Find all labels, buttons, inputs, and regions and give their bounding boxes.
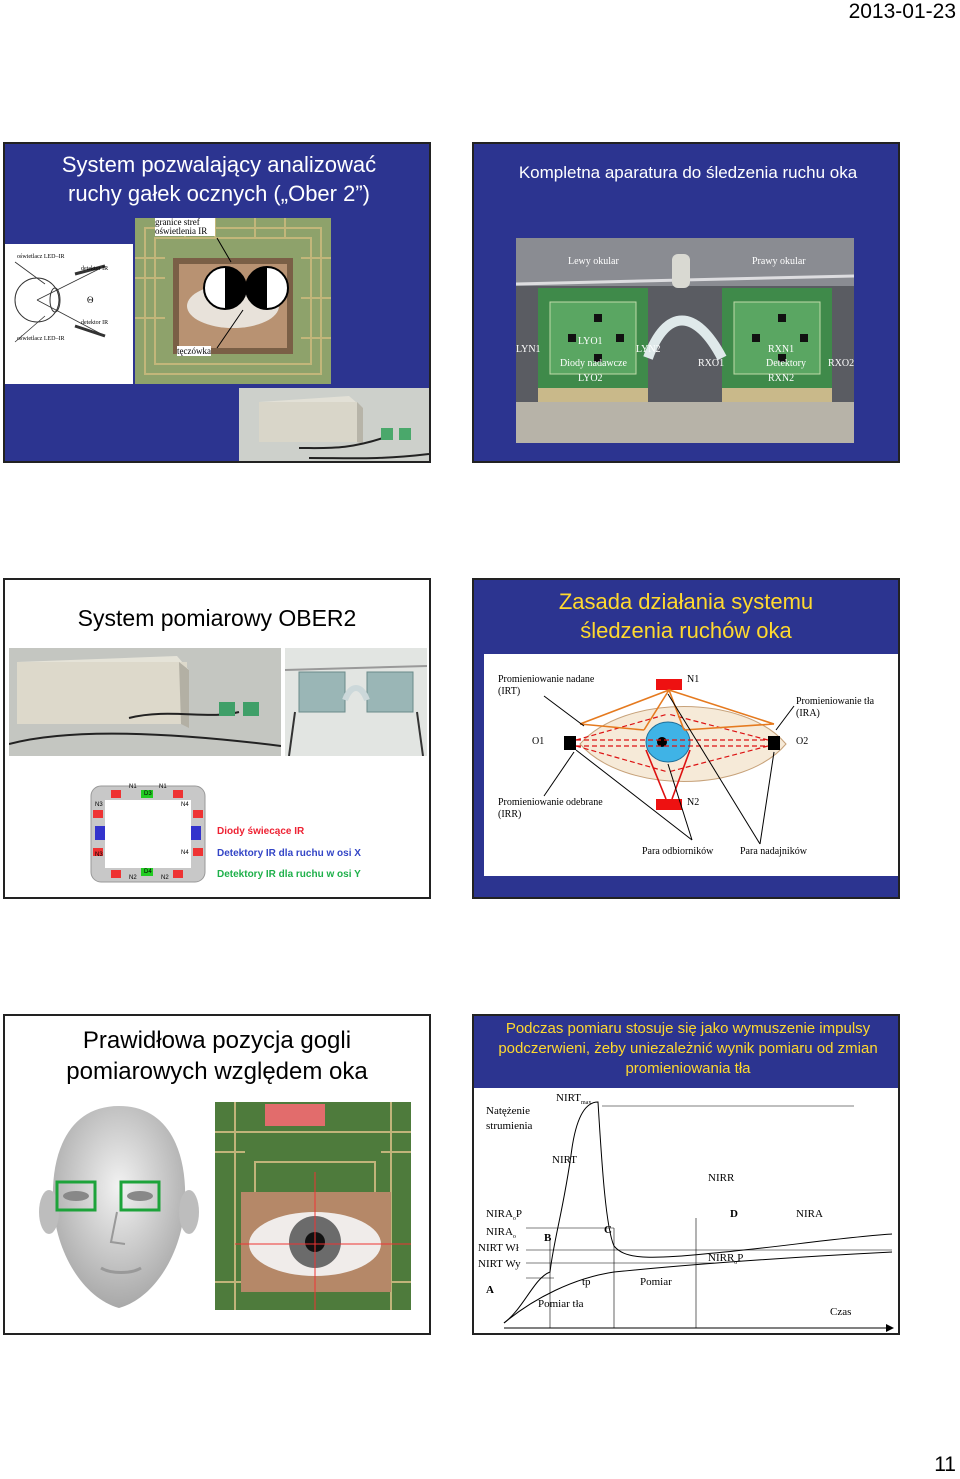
sensor-frame-diagram: N1 D3 N1 N3 N4 N3 N4 N2 D4 N2 — [89, 784, 207, 884]
goggle-eye-photo — [215, 1102, 411, 1310]
b-label: B — [544, 1232, 552, 1244]
zones-label: granice stref oświetlenia IR — [155, 218, 215, 236]
slide-5: Prawidłowa pozycja gogli pomiarowych wzg… — [3, 1014, 431, 1335]
c-label: C — [604, 1224, 612, 1236]
page-number: 11 — [934, 1453, 956, 1476]
nirr-op-label: NIRRoP — [708, 1252, 743, 1266]
nira-op-text: NIRA — [486, 1208, 513, 1220]
goggles-photo: Lewy okular Prawy okular LYN1 LYO1 LYN2 … — [516, 238, 854, 443]
frame-label-d4: D4 — [144, 869, 152, 875]
slide-5-title: Prawidłowa pozycja gogli pomiarowych wzg… — [66, 1027, 368, 1085]
nira-op-sub: o — [512, 1216, 516, 1223]
nirr-op-suffix: P — [737, 1252, 744, 1264]
slide-2-title: Kompletna aparatura do śledzenia ruchu o… — [518, 163, 858, 182]
frame-label-n3b: N3 — [95, 852, 103, 858]
nira-o-sub: o — [512, 1234, 516, 1241]
slide-2: Kompletna aparatura do śledzenia ruchu o… — [472, 142, 900, 463]
frame-label-n2b: N2 — [161, 875, 169, 881]
frame-label-n1b: N1 — [159, 784, 167, 790]
slide-3: System pomiarowy OBER2 — [3, 578, 431, 899]
detectors-label: Detektory — [766, 358, 806, 369]
slide-1-title: System pozwalający analizować ruchy gałe… — [61, 152, 377, 206]
a-label: A — [486, 1284, 494, 1296]
lyo1-label: LYO1 — [578, 336, 603, 347]
eye-circuit-photo: granice stref oświetlenia IR tęczówka — [135, 218, 331, 384]
iris-label: tęczówka — [177, 346, 211, 356]
lyn2-label: LYN2 — [636, 344, 661, 355]
frame-label-n4b: N4 — [181, 850, 189, 856]
legend-blue: Detektory IR dla ruchu w osi X — [217, 848, 361, 859]
slide-4-title: Zasada działania systemu śledzenia ruchó… — [558, 589, 814, 643]
ir-intensity-graph: Natężenie strumienia NIRTmax NIRT NIRR D… — [474, 1088, 898, 1333]
frame-label-n3a: N3 — [95, 802, 103, 808]
nirt-max-text: NIRT — [556, 1092, 582, 1104]
pomiar-label: Pomiar — [640, 1276, 672, 1288]
nirt-label: NIRT — [552, 1154, 578, 1166]
device-box-photo — [9, 648, 281, 756]
lyn1-label: LYN1 — [516, 344, 541, 355]
nira-label: NIRA — [796, 1208, 823, 1220]
nira-op-suffix: P — [515, 1208, 523, 1220]
rxn2-label: RXN2 — [768, 373, 795, 384]
head-illustration — [39, 1102, 199, 1312]
nirr-label: NIRR — [708, 1172, 735, 1184]
slide-4: Zasada działania systemu śledzenia ruchó… — [472, 578, 900, 899]
frame-label-n4a: N4 — [181, 802, 189, 808]
rxo2-label: RXO2 — [828, 358, 854, 369]
nirr-op-sub: o — [734, 1260, 738, 1267]
slide-6: Podczas pomiaru stosuje się jako wymusze… — [472, 1014, 900, 1335]
led-top-label: oświetlacz LED–IR — [17, 254, 65, 260]
tp-label: tp — [582, 1276, 591, 1288]
right-ocular-label: Prawy okular — [752, 256, 806, 267]
frame-label-d3: D3 — [144, 791, 152, 797]
theta-label: Θ — [87, 295, 94, 305]
diodes-label: Diody nadawcze — [560, 358, 627, 369]
ober2-device-photo — [239, 388, 429, 461]
slide-3-title: System pomiarowy OBER2 — [77, 605, 357, 631]
glasses-photo — [285, 648, 427, 756]
czas-label: Czas — [830, 1306, 852, 1318]
legend-green: Detektory IR dla ruchu w osi Y — [217, 869, 361, 880]
slide-1: System pozwalający analizować ruchy gałe… — [3, 142, 431, 463]
detector-top-label: detektor IR — [81, 266, 109, 272]
header-date: 2013-01-23 — [848, 0, 956, 23]
frame-label-n2a: N2 — [129, 875, 137, 881]
frame-label-n1a: N1 — [129, 784, 137, 790]
nirt-wl-label: NIRT Wł — [478, 1242, 519, 1254]
nira-o-label: NIRAo — [486, 1226, 516, 1240]
eye-tracking-principle-diagram: Promieniowanie nadane (IRT) N1 Promienio… — [484, 654, 898, 876]
rxn1-label: RXN1 — [768, 344, 795, 355]
d-label: D — [730, 1208, 738, 1220]
nirt-max-label: NIRTmax — [556, 1092, 591, 1106]
eye-sensor-diagram: Θ oświetlacz LED–IR detektor IR detektor… — [5, 244, 133, 384]
nirt-max-sub: max — [581, 1100, 592, 1107]
pomiar-tla-label: Pomiar tła — [538, 1298, 584, 1310]
nirt-wy-label: NIRT Wy — [478, 1258, 521, 1270]
receivers-label: Para odbiorników — [642, 846, 714, 857]
transmitters-label: Para nadajników — [740, 846, 807, 857]
led-bottom-label: oświetlacz LED–IR — [17, 336, 65, 342]
left-ocular-label: Lewy okular — [568, 256, 619, 267]
nira-o-text: NIRA — [486, 1226, 513, 1238]
slide-6-title: Podczas pomiaru stosuje się jako wymusze… — [498, 1020, 878, 1077]
n2-label: N2 — [687, 797, 700, 808]
n1-label: N1 — [687, 674, 700, 685]
irr-label: Promieniowanie odebrane (IRR) — [498, 797, 603, 820]
ira-label: Promieniowanie tła (IRA) — [796, 696, 875, 719]
irt-label: Promieniowanie nadane (IRT) — [498, 674, 595, 697]
legend-red: Diody świecące IR — [217, 826, 305, 837]
yaxis-label: Natężenie strumienia — [486, 1105, 533, 1132]
lyo2-label: LYO2 — [578, 373, 603, 384]
detector-bottom-label: detektor IR — [81, 320, 109, 326]
rxo1-label: RXO1 — [698, 358, 725, 369]
nira-op-label: NIRAoP — [486, 1208, 522, 1222]
nirr-op-text: NIRR — [708, 1252, 735, 1264]
o1-label: O1 — [532, 736, 545, 747]
o2-label: O2 — [796, 736, 809, 747]
